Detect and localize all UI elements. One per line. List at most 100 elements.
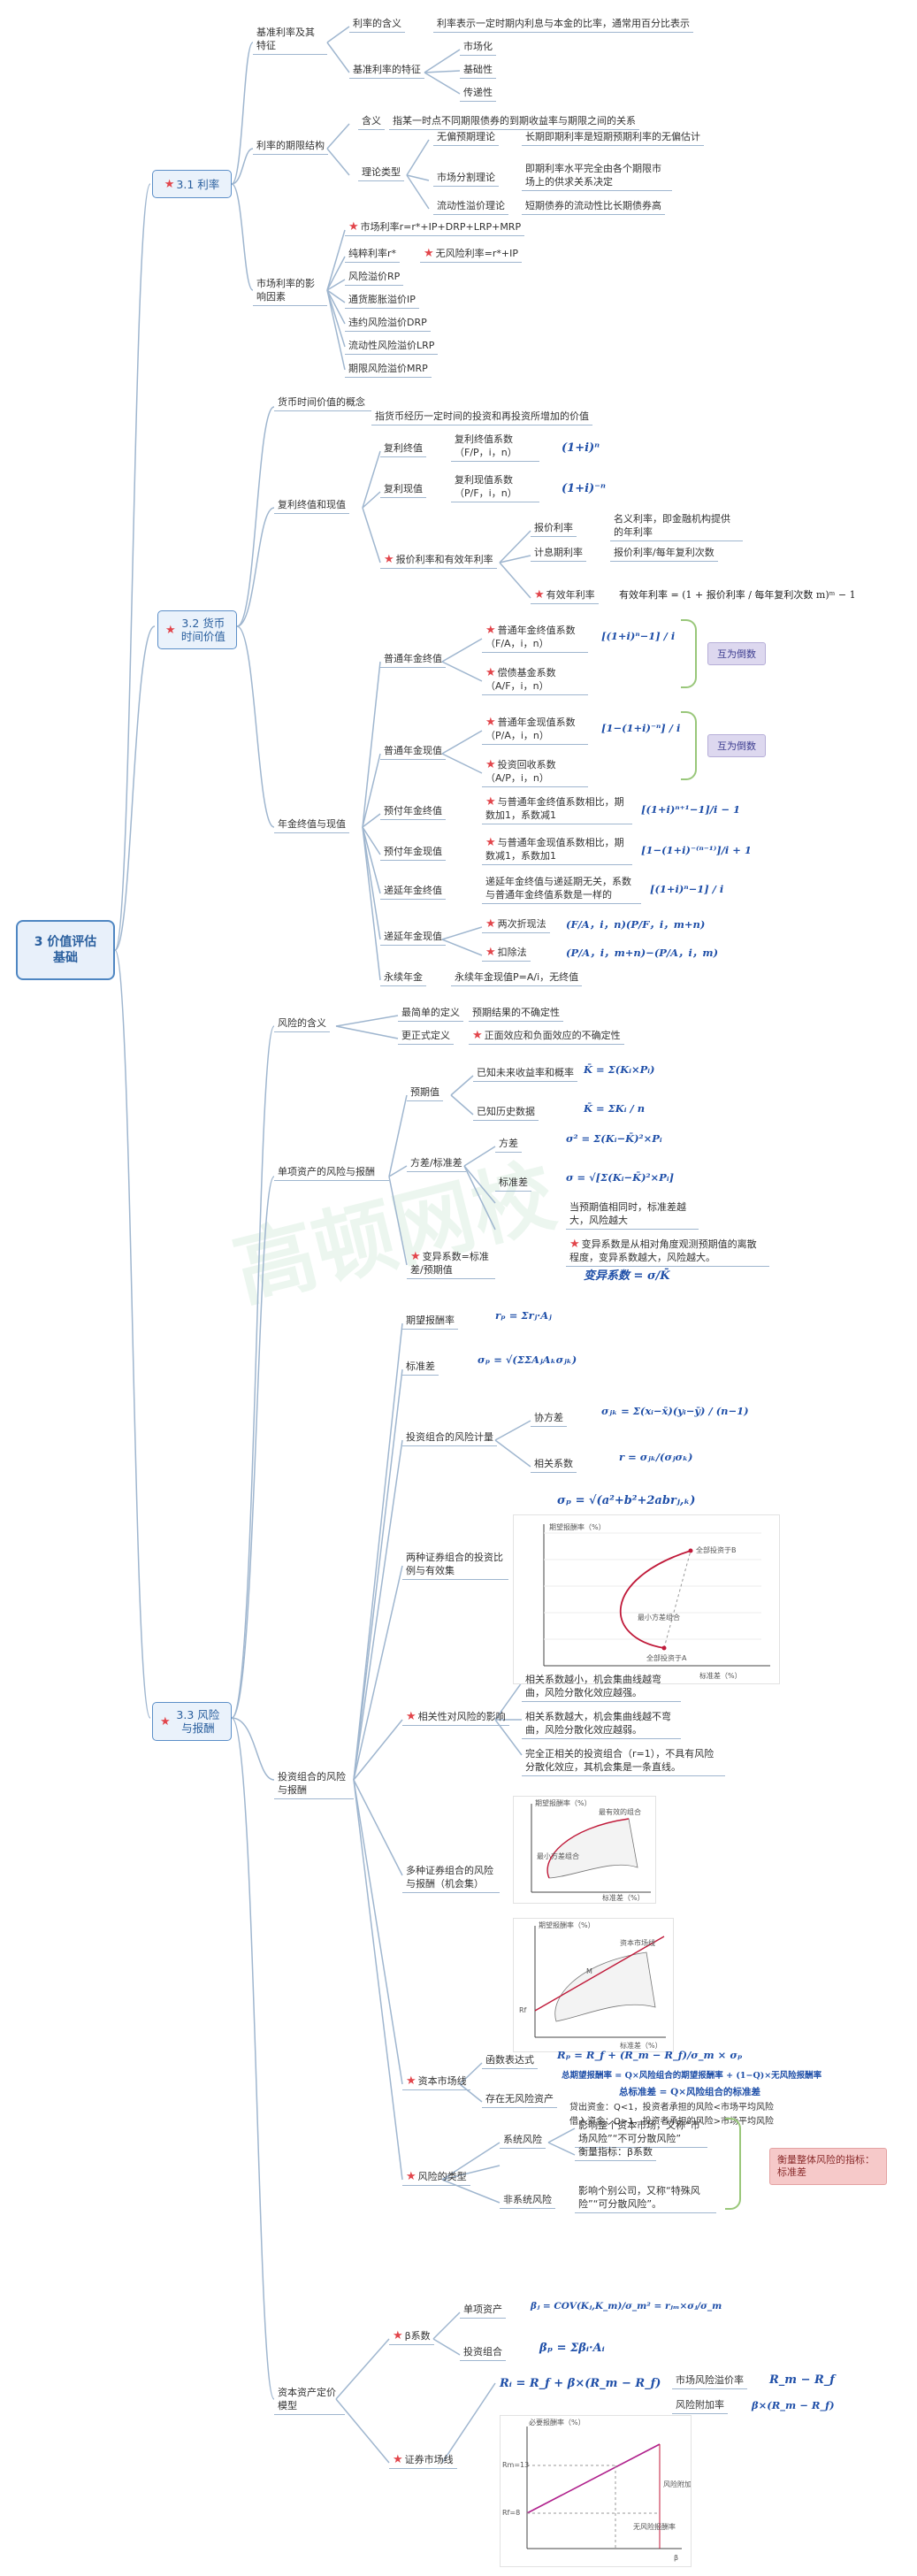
- node-formal-def[interactable]: 更正式定义: [398, 1028, 454, 1045]
- node-corr-effect[interactable]: ★相关性对风险的影响: [402, 1709, 509, 1726]
- section-time-value[interactable]: ★3.2 货币时间价值: [157, 610, 237, 649]
- formula-market-premium: R_m − R_f: [769, 2373, 835, 2387]
- node-prepaid-fv-text-label: 与普通年金终值系数相比，期数加1，系数减1: [485, 796, 624, 821]
- node-annuity[interactable]: 年金终值与现值: [274, 816, 349, 833]
- star-icon: ★: [406, 2074, 416, 2088]
- node-cml[interactable]: ★资本市场线: [402, 2074, 470, 2090]
- chart-sml-ylabel: 必要报酬率（%）: [529, 2418, 585, 2426]
- node-quoted[interactable]: ★报价利率和有效年利率: [380, 552, 497, 569]
- chart-cml-ylabel: 期望报酬率（%）: [539, 1920, 595, 1929]
- node-cv[interactable]: ★变异系数=标准差/预期值: [407, 1249, 495, 1279]
- section-risk-return[interactable]: ★3.3 风险与报酬: [152, 1702, 232, 1741]
- node-corr-3: 完全正相关的投资组合（r=1），不具有风险分散化效应，其机会集是一条直线。: [522, 1746, 725, 1776]
- node-feature-3: 传递性: [460, 85, 496, 102]
- node-two-discount[interactable]: ★两次折现法: [482, 916, 550, 933]
- formula-prepaid-pv: [1−(1+i)⁻⁽ⁿ⁻¹⁾]/i + 1: [641, 844, 752, 856]
- star-icon: ★: [393, 2329, 403, 2342]
- node-compound[interactable]: 复利终值和现值: [274, 497, 349, 514]
- node-pure-rate[interactable]: 纯粹利率r*: [345, 246, 401, 263]
- node-market-premium: 市场风险溢价率: [672, 2373, 747, 2389]
- formula-correlation: r = σⱼₖ/(σⱼσₖ): [619, 1451, 693, 1463]
- node-tv-concept-text: 指货币经历一定时间的投资和再投资所增加的价值: [371, 409, 592, 426]
- node-variance-sd[interactable]: 方差/标准差: [407, 1155, 466, 1172]
- chart-two-asset-svg: 期望报酬率（%） 标准差（%） 全部投资于B 最小方差组合 全部投资于A: [543, 1522, 770, 1680]
- sml-line: [526, 2443, 661, 2514]
- node-mrp[interactable]: 期限风险溢价MRP: [345, 361, 432, 378]
- node-rate-meaning[interactable]: 利率的含义: [349, 16, 405, 33]
- chart-sml: 必要报酬率（%） β 风险附加率 无风险报酬率 Rm=13 Rf=8: [500, 2415, 699, 2567]
- formula-cml-total-return: 总期望报酬率 = Q×风险组合的期望报酬率 + (1−Q)×无风险报酬率: [562, 2071, 822, 2081]
- node-capital-recovery: ★投资回收系数 （A/P，i，n）: [482, 757, 588, 787]
- node-cml-function: 函数表达式: [482, 2052, 538, 2069]
- node-risk-measure[interactable]: 投资组合的风险计量: [402, 1430, 497, 1446]
- node-capm[interactable]: 资本资产定价模型: [274, 2385, 345, 2415]
- node-annuity-pv[interactable]: 普通年金现值: [380, 743, 446, 760]
- node-term-def[interactable]: 含义: [358, 113, 385, 130]
- node-base-rate[interactable]: 基准利率及其特征: [253, 25, 327, 55]
- node-expected[interactable]: 预期值: [407, 1085, 443, 1101]
- node-annuity-fv-coef: ★普通年金终值系数 （F/A，i，n）: [482, 623, 588, 653]
- node-theory-3[interactable]: 流动性溢价理论: [433, 198, 508, 215]
- node-market-rate-label: 市场利率r=r*+IP+DRP+LRP+MRP: [360, 221, 522, 233]
- node-unsystematic[interactable]: 非系统风险: [500, 2192, 555, 2209]
- node-term-structure[interactable]: 利率的期限结构: [253, 138, 328, 155]
- node-port-sd[interactable]: 标准差: [402, 1359, 439, 1376]
- node-quoted-rate[interactable]: 报价利率: [531, 520, 577, 537]
- node-rp[interactable]: 风险溢价RP: [345, 269, 404, 286]
- node-beta[interactable]: ★β系数: [389, 2328, 434, 2345]
- node-systematic[interactable]: 系统风险: [500, 2132, 546, 2149]
- root-topic[interactable]: 3 价值评估基础: [16, 920, 115, 980]
- node-simple-def[interactable]: 最简单的定义: [398, 1005, 463, 1022]
- formula-covariance: σⱼₖ = Σ(xᵢ−x̄)(yᵢ−ȳ) / (n−1): [601, 1405, 749, 1417]
- chart-sml-svg: 必要报酬率（%） β 风险附加率 无风险报酬率 Rm=13 Rf=8: [502, 2418, 699, 2562]
- node-prepaid-fv-text: ★与普通年金终值系数相比，期数加1，系数减1: [482, 794, 632, 824]
- star-icon: ★: [348, 220, 359, 234]
- node-risk-meaning[interactable]: 风险的含义: [274, 1016, 330, 1032]
- formula-single-beta: βⱼ = COV(Kⱼ,K_m)/σ_m² = rⱼₘ×σⱼ/σ_m: [531, 2301, 722, 2312]
- node-deferred-fv[interactable]: 递延年金终值: [380, 883, 446, 900]
- node-tv-concept[interactable]: 货币时间价值的概念: [274, 395, 371, 411]
- node-prepaid-fv[interactable]: 预付年金终值: [380, 803, 446, 820]
- node-deduct[interactable]: ★扣除法: [482, 945, 531, 962]
- node-systematic-1: 影响整个资本市场，又称“市场风险”“不可分散风险”: [575, 2118, 707, 2148]
- node-prepaid-pv[interactable]: 预付年金现值: [380, 844, 446, 861]
- chart-label-min-var: 最小方差组合: [638, 1613, 680, 1622]
- node-fv[interactable]: 复利终值: [380, 441, 426, 457]
- node-exp-return[interactable]: 期望报酬率: [402, 1313, 458, 1330]
- formula-cml: Rₚ = R_f + (R_m − R_f)/σ_m × σₚ: [557, 2049, 743, 2061]
- node-perpetuity[interactable]: 永续年金: [380, 970, 426, 986]
- node-period-rate[interactable]: 计息期利率: [531, 545, 586, 562]
- node-two-asset[interactable]: 两种证券组合的投资比例与有效集: [402, 1550, 508, 1580]
- node-market-rate[interactable]: ★市场利率r=r*+IP+DRP+LRP+MRP: [345, 219, 525, 236]
- node-ip[interactable]: 通货膨胀溢价IP: [345, 292, 419, 309]
- node-sml[interactable]: ★证券市场线: [389, 2452, 457, 2469]
- node-theory[interactable]: 理论类型: [358, 165, 404, 181]
- node-deferred-pv[interactable]: 递延年金现值: [380, 929, 446, 946]
- node-deduct-label: 扣除法: [497, 947, 527, 958]
- node-theory-2-text: 即期利率水平完全由各个期限市场上的供求关系决定: [522, 161, 672, 191]
- node-theory-1[interactable]: 无偏预期理论: [433, 129, 499, 146]
- node-single-asset[interactable]: 单项资产的风险与报酬: [274, 1164, 389, 1181]
- star-icon: ★: [485, 917, 496, 931]
- bracket-reciprocal-1: [681, 619, 697, 688]
- star-icon: ★: [384, 553, 394, 566]
- formula-variance: σ² = Σ(Kᵢ−K̄)²×Pᵢ: [566, 1132, 662, 1145]
- node-multi-asset[interactable]: 多种证券组合的风险与报酬（机会集）: [402, 1863, 500, 1893]
- node-base-feature[interactable]: 基准利率的特征: [349, 62, 424, 79]
- node-annuity-fv[interactable]: 普通年金终值: [380, 651, 446, 668]
- formula-two-asset-sd: σₚ = √(a²+b²+2abrⱼ,ₖ): [557, 1494, 696, 1507]
- node-theory-2[interactable]: 市场分割理论: [433, 170, 499, 187]
- node-lrp[interactable]: 流动性风险溢价LRP: [345, 338, 439, 355]
- node-risk-types[interactable]: ★风险的类型: [402, 2169, 470, 2186]
- formula-effective-rate: 有效年利率 = (1 + 报价利率 / 每年复利次数 m)ᵐ − 1: [619, 589, 856, 601]
- section-interest-rate[interactable]: ★3.1 利率: [152, 170, 232, 198]
- node-simple-def-text: 预期结果的不确定性: [469, 1005, 563, 1022]
- node-pv[interactable]: 复利现值: [380, 481, 426, 498]
- formula-exp-return: rₚ = Σrⱼ·Aⱼ: [495, 1309, 552, 1322]
- node-portfolio[interactable]: 投资组合的风险与报酬: [274, 1769, 354, 1799]
- node-drp[interactable]: 违约风险溢价DRP: [345, 315, 431, 332]
- node-risk-types-label: 风险的类型: [417, 2171, 467, 2182]
- node-formal-def-text-label: 正面效应和负面效应的不确定性: [484, 1030, 621, 1041]
- node-rate-factors[interactable]: 市场利率的影响因素: [253, 276, 327, 306]
- node-effective-rate[interactable]: ★有效年利率: [531, 587, 599, 604]
